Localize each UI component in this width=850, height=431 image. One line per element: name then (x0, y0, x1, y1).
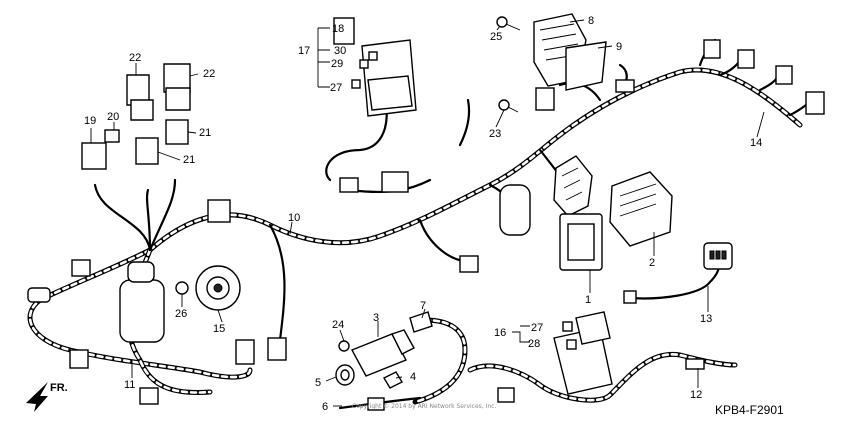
bolt-23 (498, 99, 519, 113)
fuse-box-17 (333, 17, 417, 117)
callout-15: 15 (213, 323, 225, 335)
leader-lines (90, 19, 765, 407)
callout-29: 29 (331, 58, 343, 70)
callout-28: 28 (528, 338, 540, 350)
ignition-coil (119, 261, 165, 343)
control-unit-2 (609, 171, 673, 247)
callout-25: 25 (490, 31, 502, 43)
bolt-26 (175, 281, 189, 295)
relay-21-upper (165, 119, 189, 145)
sub-harness-13 (623, 242, 733, 304)
callout-21-lower: 21 (183, 154, 195, 166)
callout-17: 17 (298, 45, 310, 57)
callout-16: 16 (494, 327, 506, 339)
callout-7: 7 (420, 300, 426, 312)
copyright-watermark: Copyright © 2014 by ARI Network Services… (352, 403, 496, 410)
screw-24 (338, 340, 350, 352)
callout-13: 13 (700, 313, 712, 325)
grommet-5 (335, 364, 355, 386)
clip-20 (104, 129, 120, 143)
callout-19: 19 (84, 115, 96, 127)
coil-tube (27, 287, 51, 303)
callout-14: 14 (750, 137, 762, 149)
cover-9 (565, 41, 607, 91)
sub-harness-7 (409, 311, 468, 405)
callout-20: 20 (107, 111, 119, 123)
callout-27-top: 27 (330, 82, 342, 94)
callout-2: 2 (649, 257, 655, 269)
callout-23: 23 (489, 128, 501, 140)
clamp-4 (383, 371, 403, 389)
relay-19 (81, 142, 107, 170)
callout-12: 12 (690, 389, 702, 401)
fuse-box-16 (553, 311, 613, 395)
callout-9: 9 (616, 41, 622, 53)
relay-cover-22-left (126, 74, 154, 121)
callout-21-upper: 21 (199, 127, 211, 139)
callout-10: 10 (288, 212, 300, 224)
callout-4: 4 (410, 371, 416, 383)
callout-30: 30 (334, 45, 346, 57)
callout-3: 3 (373, 312, 379, 324)
ignition-unit (553, 155, 593, 217)
sub-harness-12 (467, 351, 738, 403)
sensor-3 (351, 329, 415, 377)
bolt-25 (496, 16, 521, 31)
callout-8: 8 (588, 15, 594, 27)
capacitor-right (499, 184, 531, 236)
callout-labels: 1 2 3 4 5 6 7 8 9 10 11 12 13 14 15 16 1… (84, 15, 762, 413)
callout-18: 18 (332, 23, 344, 35)
callout-6: 6 (322, 401, 328, 413)
relay-cover-22-right (163, 63, 191, 111)
callout-27-bottom: 27 (531, 322, 543, 334)
callout-11: 11 (124, 379, 135, 391)
horn-15 (195, 265, 241, 311)
callout-1: 1 (585, 294, 591, 306)
diagram-code: KPB4-F2901 (715, 403, 784, 417)
bracket-1 (559, 213, 603, 271)
front-label: FR. (50, 382, 68, 394)
callout-22-left: 22 (129, 52, 141, 64)
front-direction-arrow: FR. (26, 382, 68, 412)
callout-24: 24 (332, 319, 344, 331)
connector-block (69, 39, 825, 405)
callout-26: 26 (175, 308, 187, 320)
relay-21-lower (135, 137, 159, 165)
callout-22-right: 22 (203, 68, 215, 80)
callout-5: 5 (315, 377, 321, 389)
cable-6 (338, 396, 422, 411)
